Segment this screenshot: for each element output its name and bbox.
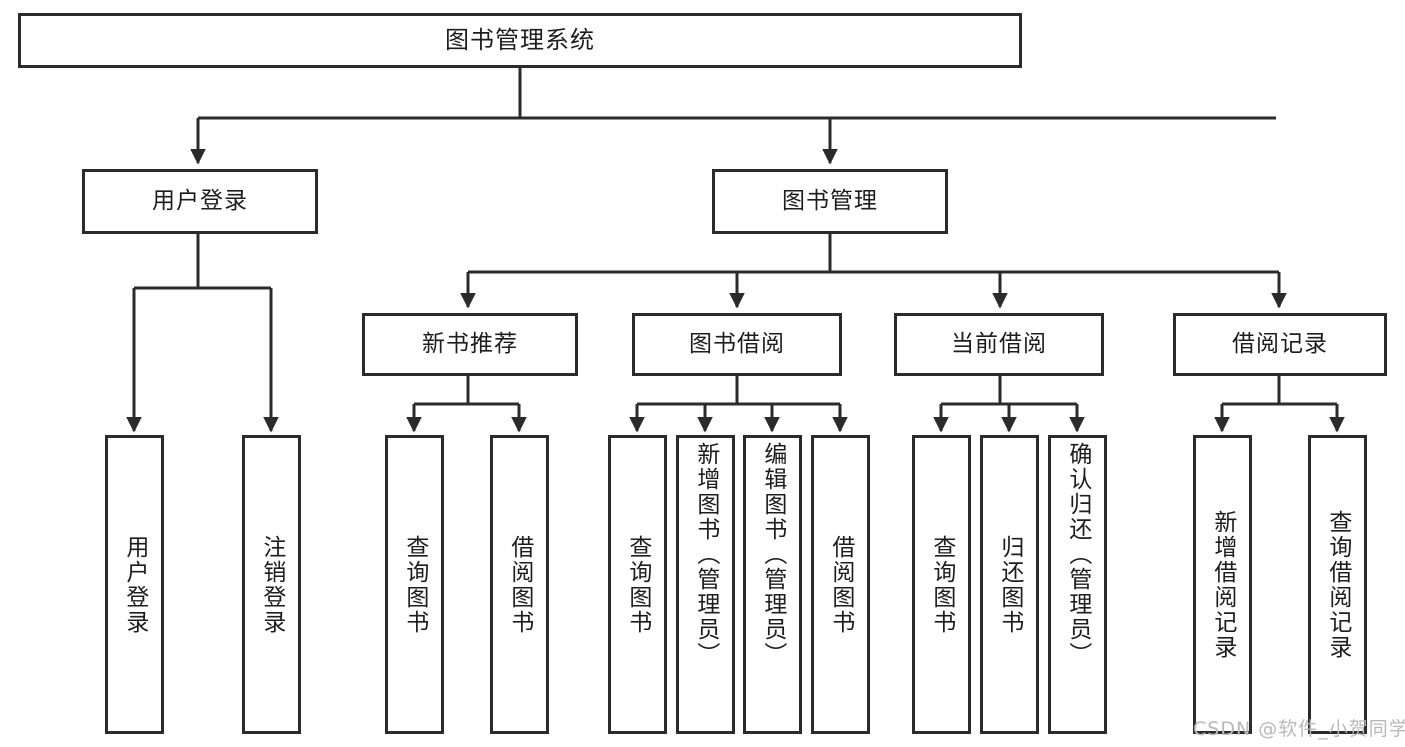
- leaf-query-book-1-label: 查询图书: [401, 534, 428, 635]
- leaf-user-login-label: 用户登录: [121, 534, 148, 635]
- node-root-system[interactable]: 图书管理系统: [18, 13, 1022, 68]
- node-current-borrow[interactable]: 当前借阅: [894, 313, 1104, 376]
- leaf-user-login[interactable]: 用户登录: [105, 435, 164, 734]
- leaf-add-record[interactable]: 新增借阅记录: [1193, 435, 1252, 734]
- leaf-edit-book[interactable]: 编辑图书（管理员）: [743, 435, 802, 734]
- leaf-add-record-label: 新增借阅记录: [1209, 509, 1236, 660]
- node-book-manage[interactable]: 图书管理: [712, 169, 948, 234]
- leaf-query-book-3-label: 查询图书: [928, 534, 955, 635]
- node-user-login[interactable]: 用户登录: [82, 169, 318, 234]
- node-book-borrow-label: 图书借阅: [689, 330, 785, 357]
- node-borrow-record[interactable]: 借阅记录: [1173, 313, 1387, 376]
- leaf-edit-book-label: 编辑图书（管理员）: [759, 442, 786, 667]
- leaf-query-record-label: 查询借阅记录: [1324, 509, 1351, 660]
- leaf-logout-label: 注销登录: [258, 534, 285, 635]
- leaf-return-book[interactable]: 归还图书: [980, 435, 1039, 734]
- node-book-manage-label: 图书管理: [782, 187, 878, 214]
- leaf-borrow-book-2[interactable]: 借阅图书: [811, 435, 870, 734]
- node-borrow-record-label: 借阅记录: [1232, 330, 1328, 357]
- leaf-add-book[interactable]: 新增图书（管理员）: [676, 435, 735, 734]
- node-new-book-recommend-label: 新书推荐: [422, 330, 518, 357]
- leaf-borrow-book-1-label: 借阅图书: [506, 534, 533, 635]
- leaf-add-book-label: 新增图书（管理员）: [692, 442, 719, 667]
- leaf-query-book-1[interactable]: 查询图书: [385, 435, 444, 734]
- node-user-login-label: 用户登录: [152, 187, 248, 214]
- leaf-query-book-3[interactable]: 查询图书: [912, 435, 971, 734]
- node-book-borrow[interactable]: 图书借阅: [632, 313, 842, 376]
- leaf-query-book-2-label: 查询图书: [624, 534, 651, 635]
- node-new-book-recommend[interactable]: 新书推荐: [362, 313, 578, 376]
- leaf-return-book-label: 归还图书: [996, 534, 1023, 635]
- leaf-borrow-book-1[interactable]: 借阅图书: [490, 435, 549, 734]
- leaf-confirm-return-label: 确认归还（管理员）: [1064, 442, 1091, 667]
- leaf-borrow-book-2-label: 借阅图书: [827, 534, 854, 635]
- leaf-confirm-return[interactable]: 确认归还（管理员）: [1048, 435, 1107, 734]
- node-root-system-label: 图书管理系统: [445, 26, 595, 55]
- csdn-watermark: CSDN @软件_小贺同学: [1193, 718, 1405, 740]
- leaf-query-record[interactable]: 查询借阅记录: [1308, 435, 1367, 734]
- leaf-query-book-2[interactable]: 查询图书: [608, 435, 667, 734]
- leaf-logout[interactable]: 注销登录: [242, 435, 301, 734]
- node-current-borrow-label: 当前借阅: [951, 330, 1047, 357]
